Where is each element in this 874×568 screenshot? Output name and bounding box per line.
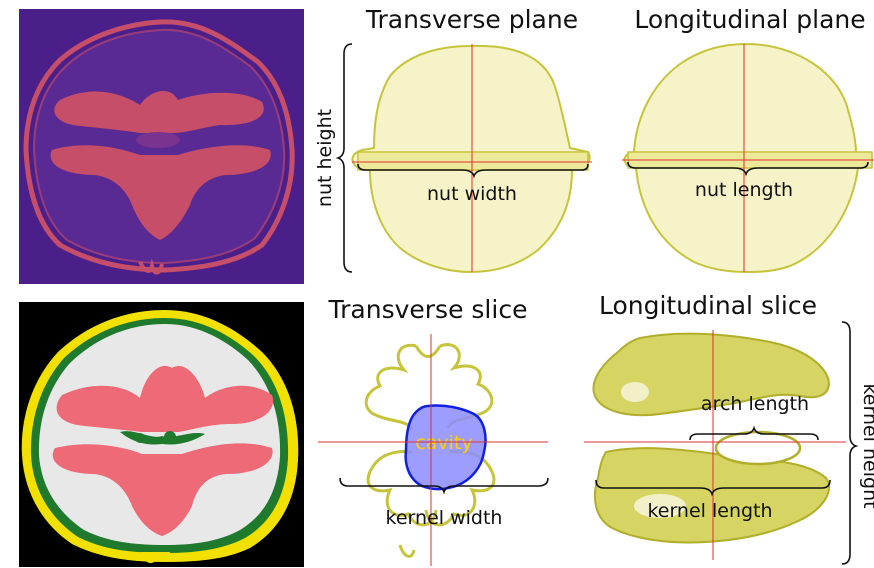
transverse-slice-title: Transverse slice (328, 295, 528, 324)
transverse-plane-title: Transverse plane (365, 5, 578, 34)
kernel-height-brace (842, 322, 856, 564)
segmentation-image (19, 302, 304, 567)
kernel-length-label: kernel length (647, 500, 772, 522)
ct-scan-image (19, 9, 304, 284)
nut-height-brace (338, 44, 352, 272)
longitudinal-slice-title: Longitudinal slice (599, 291, 817, 320)
cavity-label: cavity (415, 432, 472, 454)
transverse-plane-outline (352, 46, 589, 272)
kernel-width-label: kernel width (386, 507, 503, 529)
nut-length-label: nut length (695, 179, 793, 201)
longitudinal-plane-title: Longitudinal plane (634, 5, 865, 34)
arch-length-label: arch length (701, 393, 809, 415)
longitudinal-plane-outline (625, 44, 872, 272)
nut-width-label: nut width (427, 183, 517, 205)
nut-height-label: nut height (314, 109, 336, 207)
kernel-height-label: kernel height (859, 383, 874, 508)
